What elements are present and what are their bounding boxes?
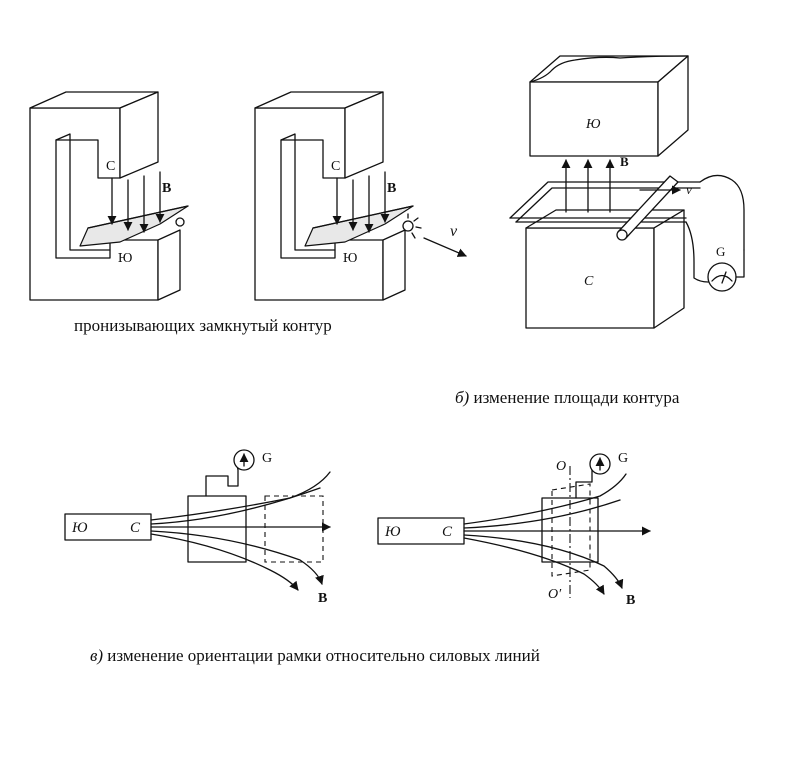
caption-b-letter: б) <box>455 388 470 407</box>
bar-magnet-rotate: Ю С O O′ G B <box>377 451 651 608</box>
label-n-a2: Ю <box>343 251 357 266</box>
magnet-rails-setup: Ю С B v G <box>509 55 745 329</box>
label-n-c1: Ю <box>71 520 88 536</box>
caption-c: в) изменение ориентации рамки относитель… <box>90 646 540 666</box>
label-n-a1: Ю <box>118 251 132 266</box>
galvanometer-icon <box>589 453 611 475</box>
label-g-b: G <box>716 244 725 259</box>
label-v-a2: v <box>450 223 458 240</box>
label-o: O <box>556 459 566 474</box>
bar-magnet-translate: Ю С G B <box>64 449 331 606</box>
label-n-c2: Ю <box>384 524 401 540</box>
label-b-c1: B <box>318 591 327 606</box>
label-s-a1: С <box>106 159 115 174</box>
label-b-a2: B <box>387 181 396 196</box>
spark-icon <box>402 213 422 239</box>
label-s-c1: С <box>130 520 141 536</box>
label-o-prime: O′ <box>548 587 562 602</box>
label-g-c2: G <box>618 451 628 466</box>
magnet-left: С B Ю <box>29 91 189 301</box>
label-s-c2: С <box>442 524 453 540</box>
caption-b: б) изменение площади контура <box>455 388 679 408</box>
label-g-c1: G <box>262 451 272 466</box>
label-b-c2: B <box>626 593 635 608</box>
label-s-a2: С <box>331 159 340 174</box>
magnet-right: v С B Ю <box>254 91 467 301</box>
caption-c-text: изменение ориентации рамки относительно … <box>103 646 540 665</box>
caption-c-letter: в) <box>90 646 104 665</box>
caption-b-text: изменение площади контура <box>469 388 680 407</box>
caption-a: пронизывающих замкнутый контур <box>74 316 332 335</box>
label-n-b: Ю <box>585 117 601 132</box>
label-b-b: B <box>620 154 629 169</box>
galvanometer-icon <box>233 449 255 471</box>
label-s-b: С <box>584 274 594 289</box>
label-b-a1: B <box>162 181 171 196</box>
galvanometer-icon <box>707 262 737 292</box>
label-v-b: v <box>686 182 692 197</box>
